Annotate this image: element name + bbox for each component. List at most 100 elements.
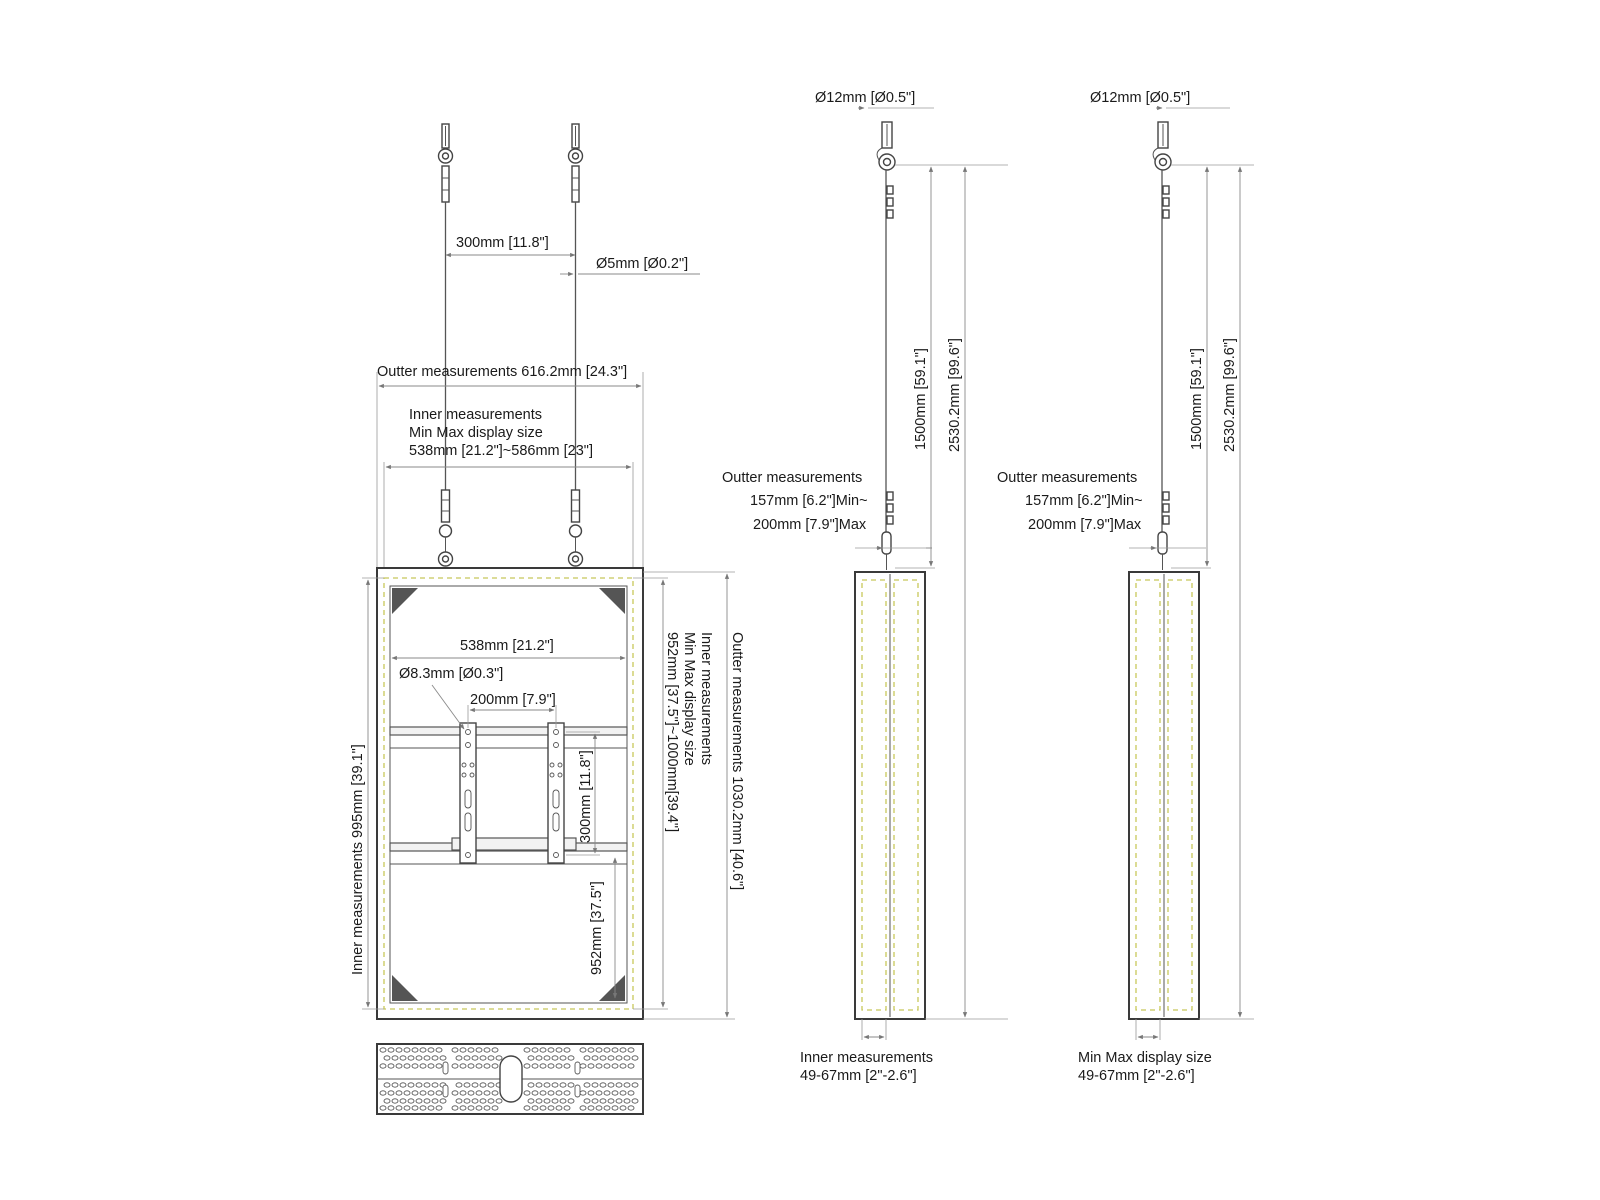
perforation-hole — [555, 1047, 563, 1053]
perforation-hole — [391, 1082, 399, 1088]
perforation-hole — [603, 1105, 611, 1111]
perforation-hole — [419, 1047, 427, 1053]
perforation-hole — [483, 1047, 491, 1053]
perforation-hole — [531, 1090, 539, 1096]
perforation-hole — [595, 1105, 603, 1111]
side1-inner-label-1: Inner measurements — [800, 1050, 933, 1066]
perforation-hole — [467, 1063, 475, 1069]
perforation-hole — [563, 1090, 571, 1096]
perforation-hole — [531, 1047, 539, 1053]
side1-anchor-diameter-label: Ø12mm [Ø0.5"] — [815, 90, 915, 106]
inner-height-label-1: Inner measurements — [698, 632, 714, 765]
perforation-hole — [403, 1090, 411, 1096]
corner-brackets — [392, 588, 625, 1001]
perforation-hole — [487, 1055, 495, 1061]
side1-inner-label-2: 49-67mm [2"-2.6"] — [800, 1068, 917, 1084]
perforation-hole — [467, 1105, 475, 1111]
perforation-hole — [415, 1082, 423, 1088]
perforation-hole — [451, 1090, 459, 1096]
perforation-hole — [427, 1090, 435, 1096]
perforation-hole — [435, 1105, 443, 1111]
perforation-hole — [399, 1055, 407, 1061]
perforation-hole — [567, 1098, 575, 1104]
side2-inner-label-1: Min Max display size — [1078, 1050, 1212, 1066]
perforation-hole — [467, 1047, 475, 1053]
front-left-cable-gripper — [437, 489, 454, 567]
perforation-hole — [459, 1063, 467, 1069]
side2-depth-label-3: 200mm [7.9"]Max — [1028, 517, 1142, 533]
perforation-hole — [563, 1047, 571, 1053]
perforation-hole — [475, 1105, 483, 1111]
perforation-hole — [403, 1105, 411, 1111]
perforation-hole — [383, 1055, 391, 1061]
perforation-hole — [547, 1105, 555, 1111]
perforation-hole — [619, 1047, 627, 1053]
perforation-hole — [559, 1055, 567, 1061]
perforation-hole — [459, 1047, 467, 1053]
perforation-hole — [547, 1063, 555, 1069]
perforation-hole — [595, 1063, 603, 1069]
perforation-hole — [495, 1098, 503, 1104]
perforation-hole — [599, 1098, 607, 1104]
cable-spacing-label: 300mm [11.8"] — [456, 235, 549, 251]
rail-width-label: 538mm [21.2"] — [460, 638, 554, 654]
perforation-hole — [603, 1047, 611, 1053]
perforation-hole — [623, 1098, 631, 1104]
perforation-hole — [627, 1047, 635, 1053]
perforation-hole — [615, 1055, 623, 1061]
perforation-hole — [527, 1082, 535, 1088]
perforation-hole — [471, 1082, 479, 1088]
front-left-ceiling-anchor — [437, 123, 454, 203]
perforation-hole — [563, 1063, 571, 1069]
perforation-hole — [559, 1098, 567, 1104]
perforation-hole — [479, 1055, 487, 1061]
inner-width-label-2: Min Max display size — [409, 425, 543, 441]
perforation-hole — [415, 1055, 423, 1061]
perforation-hole — [483, 1063, 491, 1069]
perforation-hole — [455, 1055, 463, 1061]
bottom-offset-label: 952mm [37.5"] — [589, 881, 605, 975]
perforation-hole — [567, 1055, 575, 1061]
perforation-hole — [543, 1082, 551, 1088]
perforation-hole — [595, 1047, 603, 1053]
perforation-hole — [607, 1082, 615, 1088]
perforation-hole — [491, 1105, 499, 1111]
perforation-hole — [627, 1105, 635, 1111]
perforation-hole — [423, 1082, 431, 1088]
perforation-hole — [491, 1063, 499, 1069]
perforation-hole — [439, 1055, 447, 1061]
inner-height-left-label: Inner measurements 995mm [39.1"] — [350, 744, 366, 975]
perforation-hole — [483, 1105, 491, 1111]
mounting-rails — [389, 726, 628, 865]
hole-diameter-label: Ø8.3mm [Ø0.3"] — [399, 666, 503, 682]
perforation-hole — [387, 1047, 395, 1053]
perforation-hole — [539, 1090, 547, 1096]
perforation-hole — [523, 1090, 531, 1096]
perforation-hole — [407, 1082, 415, 1088]
perforation-hole — [543, 1098, 551, 1104]
side1-upper-clamps — [886, 185, 894, 219]
inner-height-label-3: 952mm [37.5"]~1000mm[39.4"] — [664, 632, 680, 832]
perforation-hole — [419, 1063, 427, 1069]
side2-ceiling-anchor — [1152, 121, 1172, 171]
inner-height-label-2: Min Max display size — [681, 632, 697, 766]
side-view-1: Ø12mm [Ø0.5"] Outter measurements 157mm … — [722, 90, 1008, 1084]
side2-inner-label-2: 49-67mm [2"-2.6"] — [1078, 1068, 1195, 1084]
perforation-hole — [531, 1063, 539, 1069]
perforation-hole — [583, 1055, 591, 1061]
perforation-hole — [411, 1047, 419, 1053]
perforation-hole — [475, 1047, 483, 1053]
perforation-hole — [379, 1090, 387, 1096]
perforation-hole — [527, 1055, 535, 1061]
inner-width-label-3: 538mm [21.2"]~586mm [23"] — [409, 443, 593, 459]
perforation-hole — [435, 1063, 443, 1069]
outer-height-label: Outter measurements 1030.2mm [40.6"] — [729, 632, 745, 890]
perforation-hole — [475, 1090, 483, 1096]
perforation-hole — [427, 1047, 435, 1053]
perforation-hole — [379, 1047, 387, 1053]
perforation-hole — [611, 1047, 619, 1053]
perforation-hole — [587, 1105, 595, 1111]
perforation-hole — [455, 1082, 463, 1088]
side1-ceiling-anchor — [876, 121, 896, 171]
